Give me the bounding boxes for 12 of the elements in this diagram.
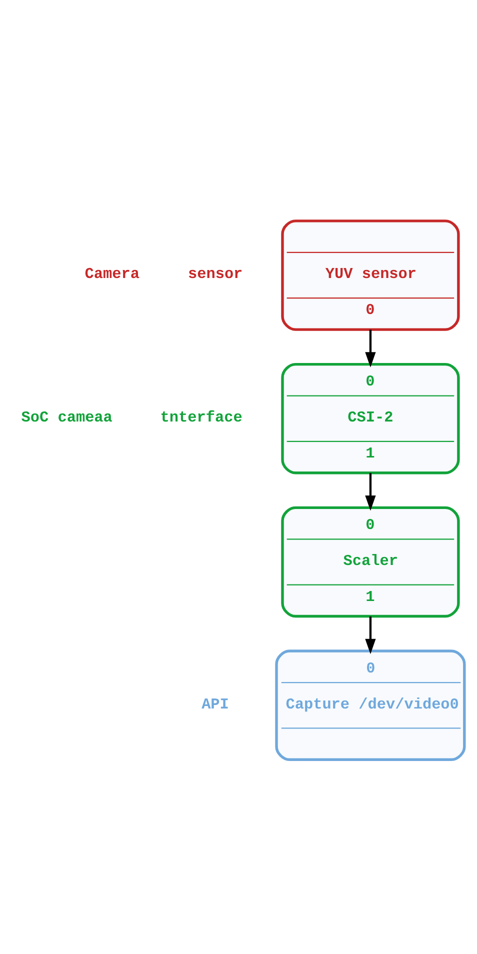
label: API — [202, 694, 229, 713]
node-box: 0 Scaler 1 — [281, 506, 460, 618]
node-box: 0 Capture /dev/video0 — [275, 649, 466, 761]
node-box: YUV sensor 0 — [281, 219, 460, 330]
arrow — [365, 472, 376, 510]
arrow — [365, 616, 376, 654]
label: Camera — [84, 264, 140, 283]
arrow — [365, 329, 376, 367]
label: sensor — [188, 264, 243, 283]
label: SoC cameaa — [21, 408, 112, 426]
label: tnterface — [160, 408, 242, 426]
node-box: 0 CSI-2 1 — [281, 362, 460, 474]
